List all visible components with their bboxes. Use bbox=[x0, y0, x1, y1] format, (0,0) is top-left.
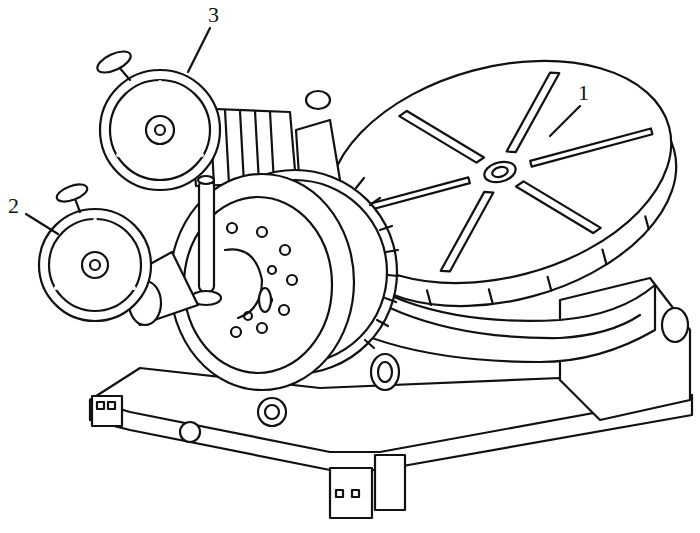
handwheel bbox=[146, 116, 174, 144]
callout-number: 1 bbox=[576, 80, 591, 105]
index-crank bbox=[191, 176, 221, 305]
gear-housing bbox=[380, 226, 392, 230]
index-crank bbox=[198, 176, 214, 184]
index-plate bbox=[257, 323, 267, 333]
base-casting bbox=[92, 396, 122, 426]
gear-housing bbox=[365, 340, 374, 348]
index-plate bbox=[287, 275, 297, 285]
gear-housing bbox=[356, 178, 364, 188]
index-plate bbox=[227, 223, 237, 233]
leader-line bbox=[26, 214, 58, 234]
base-casting bbox=[265, 405, 279, 419]
gear-housing bbox=[370, 198, 380, 205]
table-rim bbox=[427, 290, 431, 304]
base-casting bbox=[375, 455, 405, 510]
callout-number: 3 bbox=[206, 4, 221, 26]
rotary-table-face bbox=[399, 111, 484, 163]
worm-shaft-housing bbox=[255, 111, 259, 183]
callout-number: 2 bbox=[6, 193, 21, 218]
rotary-table-face bbox=[441, 192, 494, 272]
handwheel bbox=[90, 260, 100, 270]
handwheel bbox=[49, 219, 141, 311]
callout-number: 1 bbox=[576, 82, 591, 104]
index-plate bbox=[268, 266, 276, 274]
index-plate bbox=[170, 174, 354, 390]
handwheel bbox=[94, 47, 220, 190]
gear-housing bbox=[386, 250, 398, 252]
leader-line bbox=[188, 28, 210, 72]
leader-line bbox=[26, 28, 580, 234]
handwheel bbox=[55, 181, 90, 205]
callout-number: 2 bbox=[6, 195, 21, 217]
base-casting bbox=[330, 468, 372, 518]
handwheel bbox=[94, 47, 133, 77]
index-plate bbox=[231, 327, 241, 337]
rotary-table-face bbox=[530, 128, 652, 166]
trunnion-pedestal bbox=[371, 354, 399, 390]
rotary-table-face bbox=[491, 165, 509, 178]
gear-housing bbox=[377, 320, 388, 326]
index-plate bbox=[170, 174, 354, 390]
leader-line bbox=[550, 106, 580, 136]
base-casting bbox=[352, 490, 359, 497]
base-casting bbox=[336, 490, 343, 497]
index-plate bbox=[259, 288, 271, 312]
base-casting bbox=[108, 402, 115, 409]
worm-shaft-housing bbox=[225, 110, 229, 184]
index-crank bbox=[199, 180, 214, 292]
gear-housing bbox=[385, 298, 396, 302]
index-plate bbox=[280, 245, 290, 255]
table-rim bbox=[602, 250, 606, 264]
index-plate bbox=[225, 249, 262, 318]
rotary-table-face bbox=[507, 73, 560, 153]
index-plate bbox=[279, 305, 289, 315]
base-casting bbox=[258, 398, 286, 426]
handwheel bbox=[100, 70, 220, 190]
rotary-table-face bbox=[516, 181, 601, 233]
handwheel bbox=[82, 252, 108, 278]
callout-number: 3 bbox=[206, 2, 221, 27]
gear-housing bbox=[388, 275, 398, 276]
table-rim bbox=[489, 289, 493, 303]
table-rim bbox=[548, 277, 552, 291]
base-casting bbox=[97, 402, 104, 409]
handwheel bbox=[39, 181, 151, 321]
trunnion-pedestal bbox=[378, 362, 392, 382]
table-rim bbox=[645, 216, 648, 229]
index-plate bbox=[257, 227, 267, 237]
trunnion-pedestal bbox=[662, 308, 688, 342]
base-casting bbox=[180, 422, 200, 442]
handwheel bbox=[155, 125, 165, 135]
worm-shaft-housing bbox=[306, 91, 330, 109]
worm-shaft-housing bbox=[240, 111, 244, 184]
handwheel bbox=[110, 80, 210, 180]
handwheel bbox=[39, 209, 151, 321]
rotary-table-face bbox=[482, 159, 518, 186]
